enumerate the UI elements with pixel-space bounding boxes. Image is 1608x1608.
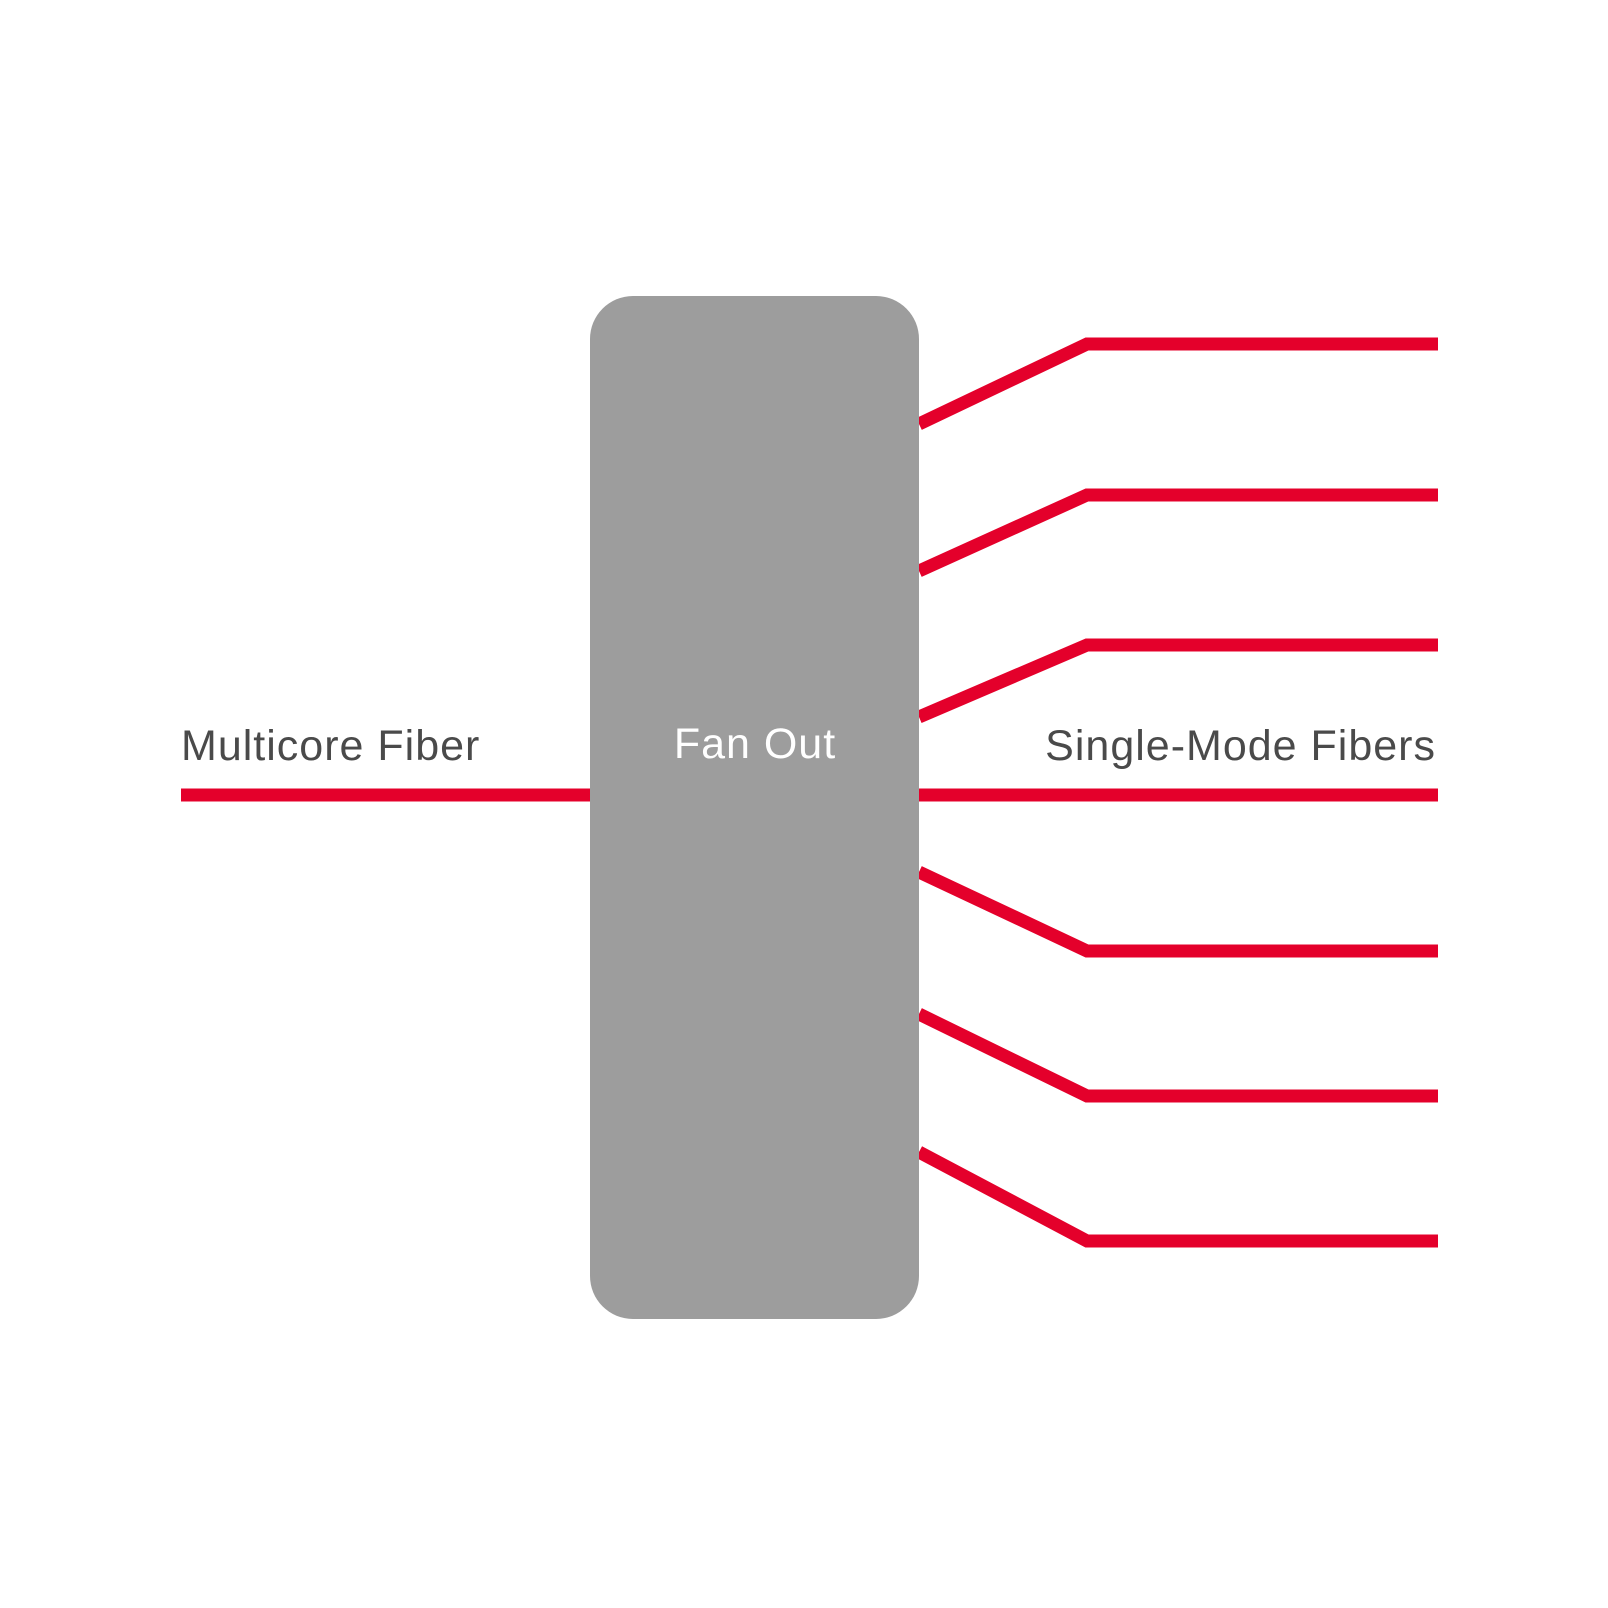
single-mode-fiber-1 [916, 337, 1438, 430]
single-mode-fiber-5 [916, 866, 1438, 958]
single-mode-fibers [915, 337, 1438, 1248]
fan-out-box [590, 296, 919, 1319]
single-mode-fiber-7 [915, 1146, 1438, 1248]
single-mode-fibers-label: Single-Mode Fibers [1045, 722, 1436, 770]
single-mode-fiber-6 [916, 1008, 1438, 1103]
fan-out-label: Fan Out [674, 720, 836, 768]
single-mode-fiber-2 [916, 488, 1438, 577]
multicore-fiber-label: Multicore Fiber [181, 722, 480, 770]
single-mode-fiber-3 [916, 638, 1438, 723]
